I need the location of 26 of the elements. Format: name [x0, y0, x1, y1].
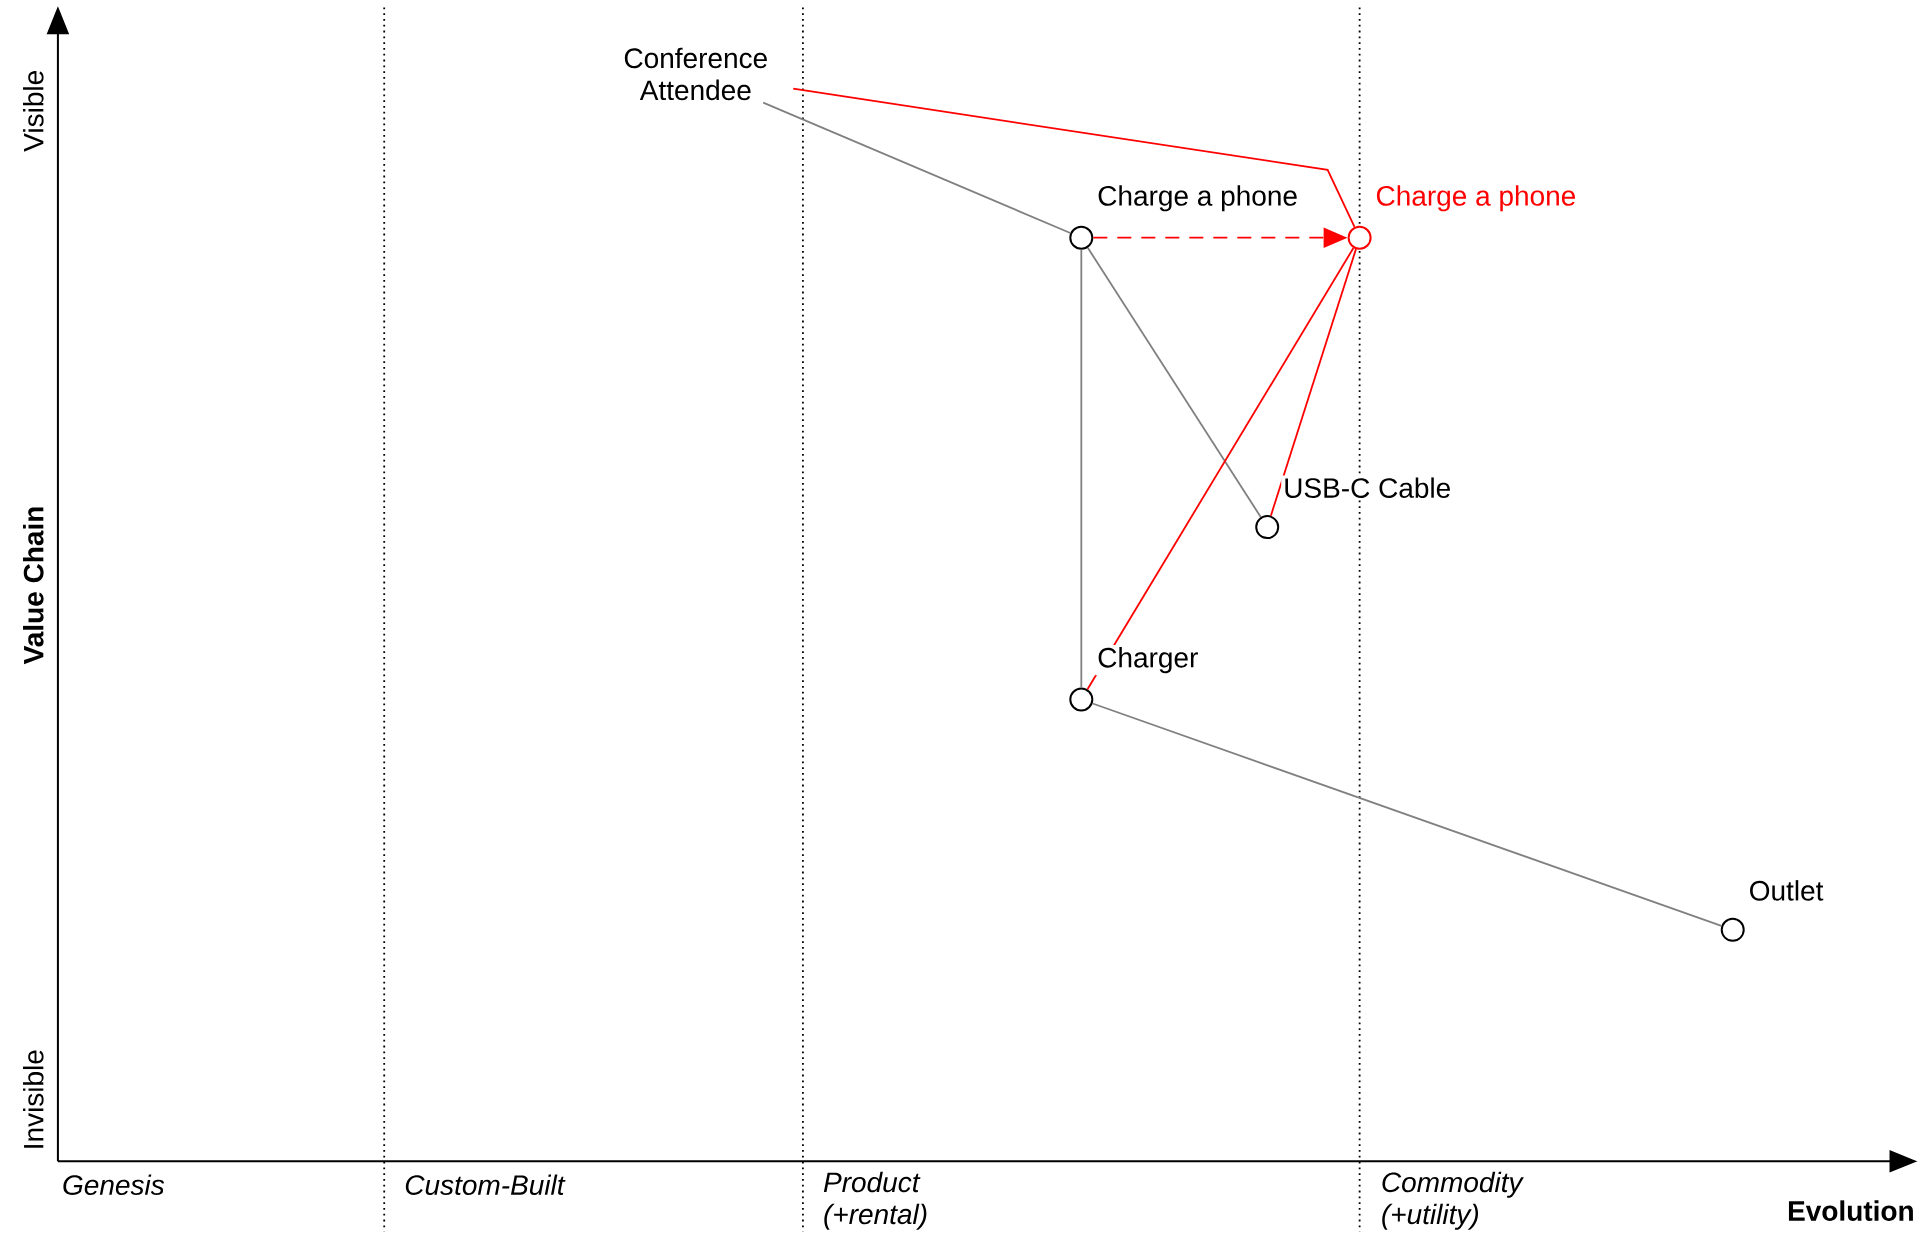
- component-label: Outlet: [1746, 878, 1826, 903]
- axis-title: Value Chain: [23, 507, 44, 665]
- component-label: Charge a phone: [1373, 183, 1579, 214]
- dependency-line: [1086, 247, 1355, 691]
- component-circle: [1255, 515, 1280, 540]
- dependency-line: [1086, 246, 1262, 518]
- stage-label: Custom-Built: [405, 1174, 566, 1195]
- dependency-line: [762, 101, 1072, 234]
- stage-label: Product (+rental): [823, 1171, 927, 1230]
- dependency-line: [1269, 248, 1357, 517]
- dependency-line: [1080, 248, 1083, 689]
- component-label: Charge a phone: [1095, 183, 1301, 214]
- stage-label: Genesis: [63, 1174, 165, 1195]
- component-label: USB-C Cable: [1281, 475, 1454, 500]
- component-circle: [1347, 225, 1372, 250]
- stage-label: Commodity (+utility): [1382, 1171, 1524, 1230]
- component-circle: [1720, 917, 1745, 942]
- axis-label: Visible: [23, 71, 44, 152]
- component-label: Conference Attendee: [624, 47, 767, 101]
- dependency-line: [1091, 702, 1723, 927]
- component-circle: [1069, 225, 1094, 250]
- dependency-line: [792, 87, 1356, 228]
- axis-label: Invisible: [23, 1050, 44, 1148]
- component-circle: [1069, 687, 1094, 712]
- component-label: Charger: [1095, 645, 1201, 676]
- axis-title: Evolution: [1788, 1200, 1913, 1221]
